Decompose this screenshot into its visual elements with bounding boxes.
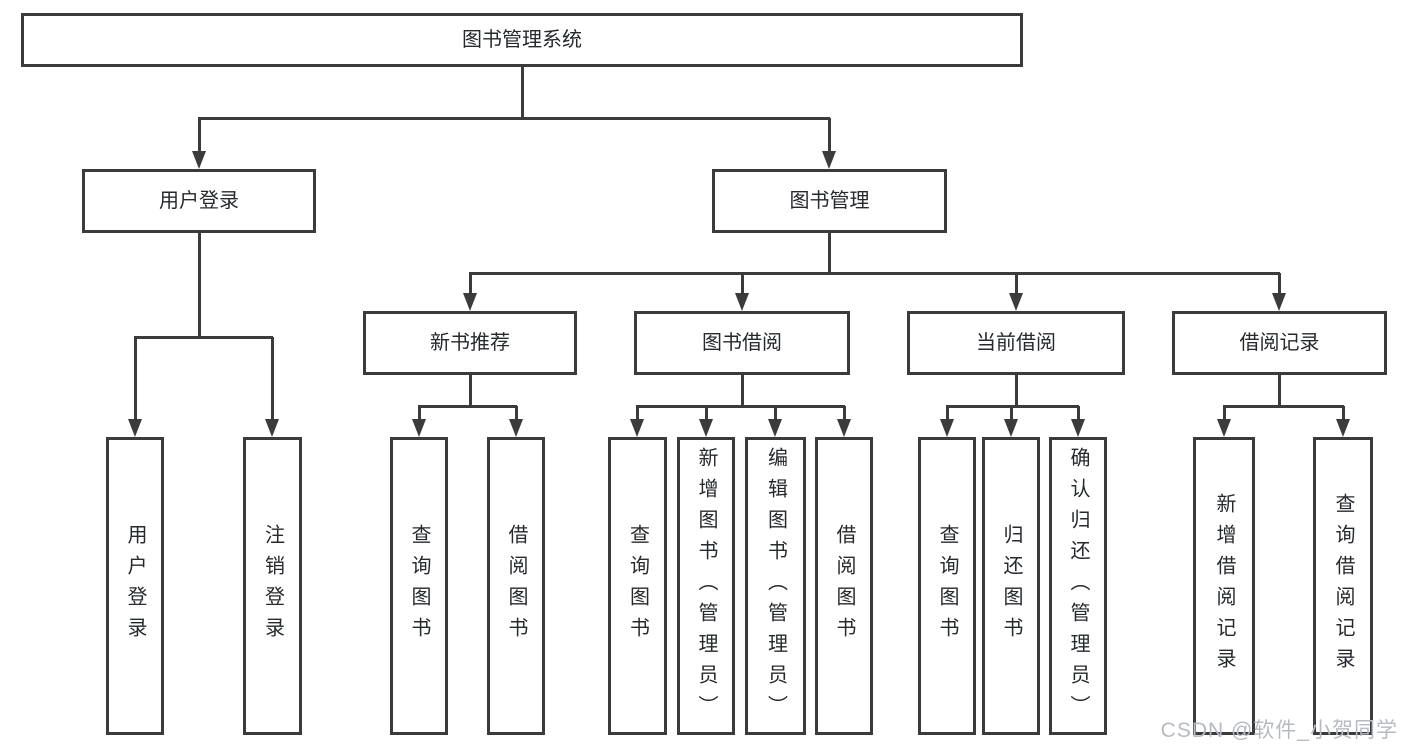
arrow-shaft-line — [828, 118, 831, 155]
node-leaf-query-book-1: 查询图书 — [390, 437, 448, 735]
arrow-shaft-line — [271, 337, 274, 423]
arrowhead-down-icon — [1272, 293, 1286, 311]
arrowhead-down-icon — [509, 419, 523, 437]
node-leaf-add-book: 新增图书（管理员） — [677, 437, 735, 735]
arrow-shaft-line — [418, 406, 421, 423]
arrowhead-down-icon — [630, 419, 644, 437]
node-root: 图书管理系统 — [21, 13, 1023, 67]
node-leaf-logout: 注销登录 — [243, 437, 302, 735]
node-label: 查询图书 — [626, 524, 649, 648]
arrowhead-down-icon — [1009, 293, 1023, 311]
arrowhead-down-icon — [837, 419, 851, 437]
node-book-mgmt: 图书管理 — [712, 169, 947, 233]
node-book-borrow: 图书借阅 — [634, 311, 850, 375]
node-label: 用户登录 — [159, 190, 239, 212]
arrowhead-down-icon — [1004, 419, 1018, 437]
connector-horizontal-line — [1223, 405, 1344, 408]
arrowhead-down-icon — [699, 419, 713, 437]
node-leaf-borrow-book-2: 借阅图书 — [815, 437, 873, 735]
node-leaf-query-book-3: 查询图书 — [918, 437, 976, 735]
node-label: 用户登录 — [124, 524, 146, 648]
arrowhead-down-icon — [412, 419, 426, 437]
arrow-shaft-line — [1015, 273, 1018, 297]
node-label: 查询图书 — [936, 524, 958, 648]
arrow-shaft-line — [741, 273, 744, 297]
arrow-shaft-line — [515, 406, 518, 423]
connector-horizontal-line — [636, 405, 845, 408]
arrowhead-down-icon — [265, 419, 279, 437]
arrow-shaft-line — [774, 406, 777, 423]
node-label: 借阅图书 — [833, 524, 855, 648]
arrow-shaft-line — [198, 118, 201, 155]
node-label: 图书管理系统 — [462, 29, 582, 51]
arrow-shaft-line — [843, 406, 846, 423]
arrow-shaft-line — [469, 273, 472, 297]
node-label: 确认归还（管理员） — [1067, 446, 1089, 726]
connector-horizontal-line — [469, 272, 1280, 275]
connector-vertical-line — [469, 375, 472, 406]
node-user-login: 用户登录 — [82, 169, 316, 233]
node-current-borrow: 当前借阅 — [907, 311, 1125, 375]
node-leaf-query-record: 查询借阅记录 — [1313, 437, 1373, 735]
node-label: 图书管理 — [789, 190, 870, 212]
arrowhead-down-icon — [128, 419, 142, 437]
arrowhead-down-icon — [192, 151, 206, 169]
connector-vertical-line — [1015, 375, 1018, 406]
csdn-watermark: CSDN @软件_小贺同学 — [1160, 719, 1398, 742]
connector-vertical-line — [521, 67, 524, 118]
arrow-shaft-line — [1342, 406, 1345, 423]
node-leaf-borrow-book-1: 借阅图书 — [487, 437, 545, 735]
arrow-shaft-line — [636, 406, 639, 423]
node-leaf-add-record: 新增借阅记录 — [1193, 437, 1255, 735]
node-label: 借阅记录 — [1239, 332, 1320, 354]
node-label: 查询借阅记录 — [1332, 493, 1354, 679]
connector-horizontal-line — [134, 336, 273, 339]
node-label: 新书推荐 — [430, 332, 510, 354]
arrowhead-down-icon — [735, 293, 749, 311]
node-leaf-user-login: 用户登录 — [106, 437, 164, 735]
node-leaf-edit-book: 编辑图书（管理员） — [745, 437, 806, 735]
arrow-shaft-line — [946, 406, 949, 423]
connector-horizontal-line — [198, 117, 830, 120]
node-label: 查询图书 — [408, 524, 430, 648]
node-label: 注销登录 — [261, 524, 284, 648]
arrowhead-down-icon — [940, 419, 954, 437]
arrowhead-down-icon — [463, 293, 477, 311]
node-label: 新增图书（管理员） — [695, 446, 717, 726]
connector-horizontal-line — [418, 405, 517, 408]
arrow-shaft-line — [705, 406, 708, 423]
arrowhead-down-icon — [768, 419, 782, 437]
arrowhead-down-icon — [822, 151, 836, 169]
connector-vertical-line — [1278, 375, 1281, 406]
node-label: 归还图书 — [1000, 524, 1022, 648]
arrow-shaft-line — [1278, 273, 1281, 297]
node-leaf-confirm-return: 确认归还（管理员） — [1049, 437, 1107, 735]
arrowhead-down-icon — [1336, 419, 1350, 437]
node-label: 编辑图书（管理员） — [764, 446, 787, 726]
node-label: 借阅图书 — [505, 524, 527, 648]
node-leaf-query-book-2: 查询图书 — [608, 437, 667, 735]
connector-vertical-line — [828, 233, 831, 273]
node-borrow-record: 借阅记录 — [1172, 311, 1387, 375]
node-label: 当前借阅 — [976, 332, 1056, 354]
arrow-shaft-line — [1077, 406, 1080, 423]
node-new-book-rec: 新书推荐 — [363, 311, 577, 375]
node-leaf-return-book: 归还图书 — [982, 437, 1040, 735]
arrowhead-down-icon — [1217, 419, 1231, 437]
node-label: 图书借阅 — [702, 332, 782, 354]
arrowhead-down-icon — [1071, 419, 1085, 437]
connector-vertical-line — [198, 233, 201, 337]
arrow-shaft-line — [1223, 406, 1226, 423]
connector-vertical-line — [741, 375, 744, 406]
arrow-shaft-line — [134, 337, 137, 423]
arrow-shaft-line — [1010, 406, 1013, 423]
node-label: 新增借阅记录 — [1213, 493, 1235, 679]
